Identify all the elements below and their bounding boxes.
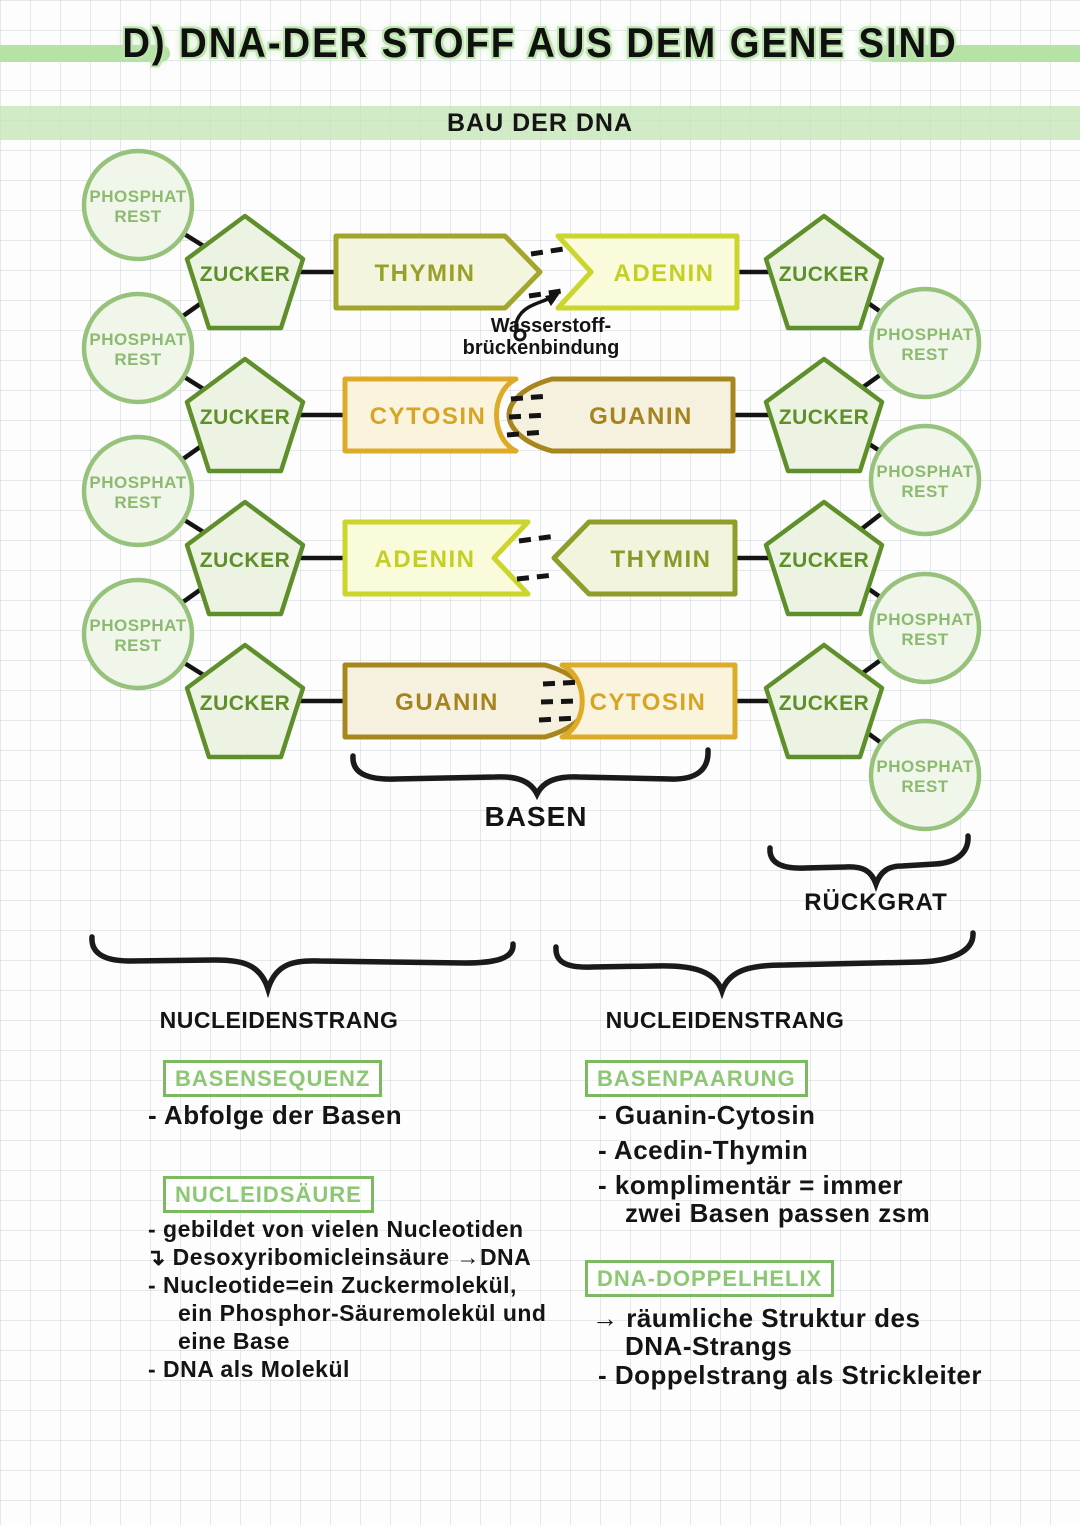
phosphate-circle [81,148,195,262]
phosphate-circle [868,718,982,832]
base-label: THYMIN [375,260,476,287]
sugar-pentagons [184,213,885,760]
base-label: GUANIN [395,689,499,716]
note-line: eine Base [178,1328,290,1354]
sugar-label: ZUCKER [200,692,291,715]
base-label: CYTOSIN [370,403,487,430]
basen-brace [350,747,711,801]
strand-label-right: NUCLEIDENSTRANG [606,1007,845,1033]
subtitle-banner [0,106,1080,140]
sugar-pentagon [763,356,885,474]
base-labels: THYMIN ADENIN CYTOSIN GUANIN ADENIN THYM… [370,260,714,716]
base-shape-thymin [551,519,738,597]
sugar-label: ZUCKER [779,549,870,572]
phosphate-label: REST [114,350,161,369]
phosphate-label: PHOSPHAT [89,187,186,206]
sugar-label: ZUCKER [779,263,870,286]
hydrogen-bonds [506,245,582,723]
sugar-label: ZUCKER [779,406,870,429]
rueckgrat-label: RÜCKGRAT [804,889,948,916]
braces [89,747,976,1000]
sugar-label: ZUCKER [200,263,291,286]
note-line: - Acedin-Thymin [598,1135,809,1165]
note-line: ein Phosphor-Säuremolekül und [178,1300,547,1326]
subtitle: BAU DER DNA [447,109,633,137]
phosphate-circle [868,286,982,400]
sugar-label: ZUCKER [200,549,291,572]
sugar-pentagon [184,499,306,617]
phosphate-circle [81,577,195,691]
phosphate-label: REST [901,630,948,649]
rueckgrat-brace [767,833,971,893]
phosphate-circles [81,148,982,832]
hbond-label: Wasserstoff- [491,315,611,337]
base-shape-thymin [333,233,543,311]
note-line: - DNA als Molekül [148,1356,350,1382]
sugar-label: ZUCKER [779,692,870,715]
page-title: D) DNA-DER STOFF AUS DEM GENE SIND [122,20,958,67]
note-line: zwei Basen passen zsm [625,1198,931,1228]
note-line: - Guanin-Cytosin [598,1100,816,1130]
sugar-labels: ZUCKER ZUCKER ZUCKER ZUCKER ZUCKER ZUCKE… [200,263,870,715]
phosphate-label: PHOSPHAT [876,462,973,481]
sugar-pentagon [184,642,306,760]
note-line: DNA-Strangs [625,1331,793,1361]
phosphate-circle [81,434,195,548]
heading-doppelhelix: DNA-DOPPELHELIX [585,1260,835,1297]
base-label: CYTOSIN [590,689,707,716]
base-shape-cytosin [342,376,519,454]
phosphate-label: PHOSPHAT [89,473,186,492]
title-marker-right [866,45,1080,62]
phosphate-label: PHOSPHAT [876,610,973,629]
base-shapes [333,233,740,740]
phosphate-label: PHOSPHAT [876,757,973,776]
phosphate-circle [868,423,982,537]
phosphate-circle [868,571,982,685]
sugar-pentagon [763,499,885,617]
phosphate-label: PHOSPHAT [89,616,186,635]
phosphate-label: REST [114,636,161,655]
base-shape-adenin [342,519,531,597]
sugar-pentagon [184,356,306,474]
base-label: THYMIN [611,546,712,573]
hbond-annotation-arrow [513,293,560,342]
phosphate-label: PHOSPHAT [876,325,973,344]
heading-basensequenz: BASENSEQUENZ [163,1060,383,1097]
phosphate-labels: PHOSPHAT REST PHOSPHAT REST PHOSPHAT RES… [89,187,973,796]
note-line: ↴ Desoxyribomicleinsäure →DNA [146,1244,532,1270]
phosphate-label: PHOSPHAT [89,330,186,349]
base-shape-adenin [555,233,740,311]
hbond-label: brückenbindung [463,337,620,359]
note-line: → räumliche Struktur des [592,1303,921,1333]
note-line: - komplimentär = immer [598,1170,904,1200]
note-line: - Doppelstrang als Strickleiter [598,1360,982,1390]
sugar-pentagon [184,213,306,331]
note-line: - Nucleotide=ein Zuckermolekül, [148,1272,517,1298]
sugar-pentagon [763,642,885,760]
phosphate-label: REST [114,207,161,226]
title-marker-left [0,45,170,62]
heading-nucleidsaeure: NUCLEIDSÄURE [163,1176,374,1213]
phosphate-circle [81,291,195,405]
sugar-pentagon [763,213,885,331]
strand-brace-left [89,934,516,999]
phosphate-label: REST [901,482,948,501]
base-label: ADENIN [374,546,475,573]
basen-label: BASEN [484,801,587,832]
note-line: - gebildet von vielen Nucleotiden [148,1216,524,1242]
heading-basenpaarung: BASENPAARUNG [585,1060,808,1097]
strand-label-left: NUCLEIDENSTRANG [160,1007,399,1033]
base-label: GUANIN [589,403,693,430]
phosphate-label: REST [114,493,161,512]
base-shape-cytosin [559,662,738,740]
note-line: - Abfolge der Basen [148,1100,403,1130]
base-label: ADENIN [613,260,714,287]
strand-brace-right [553,930,976,1000]
phosphate-label: REST [901,777,948,796]
phosphate-label: REST [901,345,948,364]
sugar-label: ZUCKER [200,406,291,429]
